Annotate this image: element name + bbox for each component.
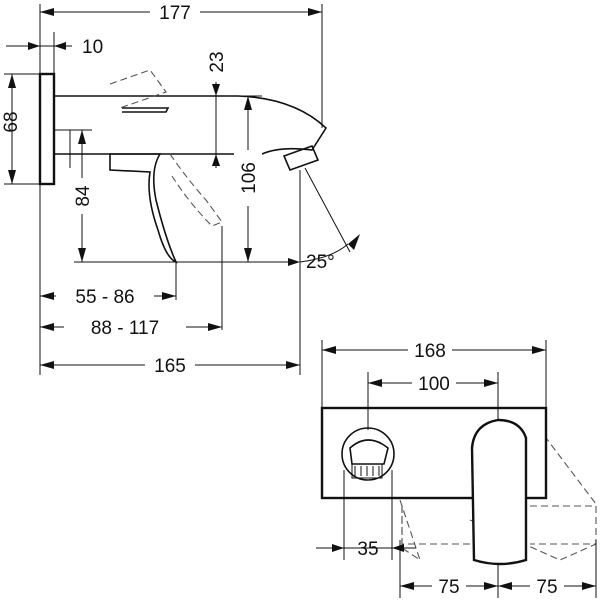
dim-lever-range-long: 88 - 117 [91, 318, 159, 339]
dim-plate-width: 168 [414, 341, 446, 362]
dim-spout-height: 106 [239, 162, 260, 194]
lever-swing-outline-2 [169, 153, 223, 227]
spout [54, 95, 328, 155]
front-view: 168 100 35 75 75 [316, 339, 597, 598]
dim-knob-offset: 35 [357, 539, 378, 560]
dim-lever-swing-left: 75 [438, 577, 459, 598]
dim-wall-offset: 10 [82, 37, 103, 58]
dim-tilt-angle: 25° [306, 252, 335, 273]
knob-grip [351, 463, 383, 479]
lever [122, 107, 170, 113]
knob-face [349, 439, 389, 465]
dim-lever-range-short: 55 - 86 [75, 287, 134, 308]
dim-spout-projection: 165 [154, 356, 186, 377]
spout-nozzle [282, 144, 320, 172]
lever-swing-box [401, 505, 597, 545]
dim-overall-length: 177 [159, 3, 191, 24]
dim-spout-clearance: 23 [207, 51, 228, 72]
ext-line-angle [304, 167, 351, 253]
wall-rosette [38, 72, 56, 186]
dim-arc-25 [299, 243, 349, 263]
side-view: 177 10 68 23 106 84 55 - 86 [1, 0, 360, 377]
lever-handle [109, 153, 178, 264]
front-lever [470, 418, 528, 566]
dim-centre-distance: 100 [418, 374, 450, 395]
dim-lever-drop: 84 [73, 185, 94, 207]
dim-lever-swing-right: 75 [536, 577, 557, 598]
lever-swing-outline [109, 69, 167, 109]
dim-rosette-height: 68 [1, 111, 22, 132]
